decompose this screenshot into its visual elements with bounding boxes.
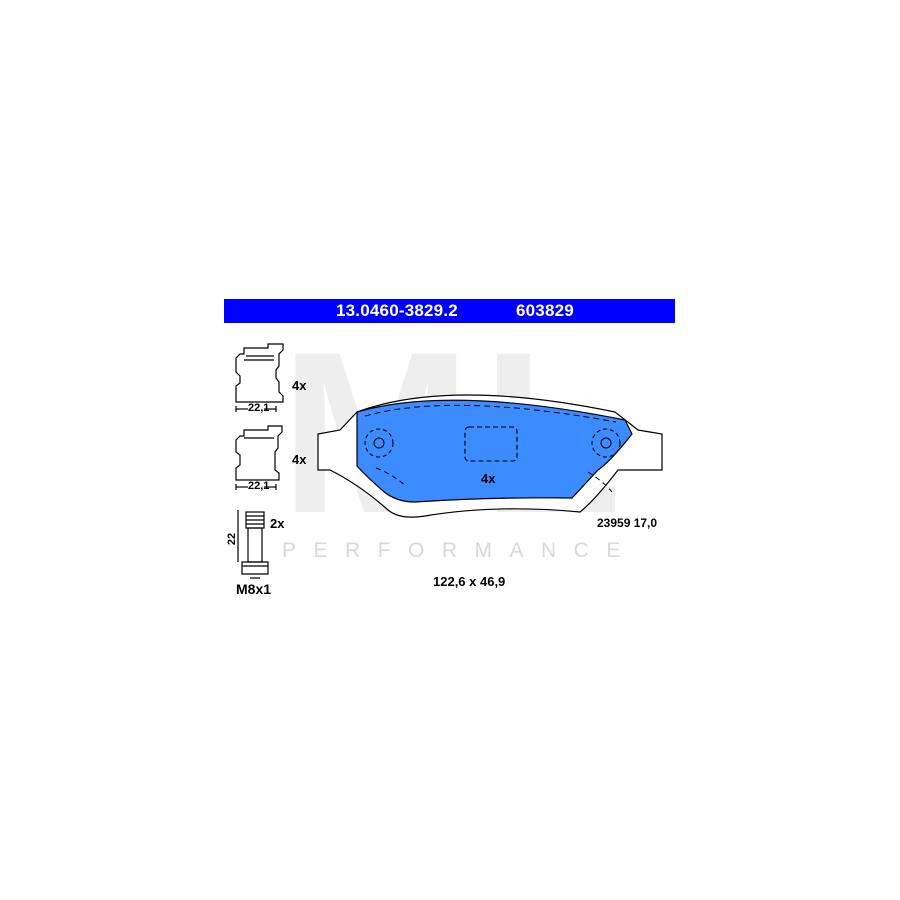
watermark-tagline: PERFORMANCE	[282, 539, 638, 562]
part-number: 13.0460-3829.2	[336, 301, 458, 320]
clip-b-drawing	[235, 425, 283, 490]
bolt-length: 22	[226, 532, 239, 546]
clip-b-quantity: 4x	[292, 452, 307, 467]
clip-a-quantity: 4x	[292, 378, 307, 393]
clip-a-width: 22,1	[248, 402, 270, 414]
article-number: 603829	[516, 301, 574, 320]
center-slot	[464, 426, 518, 462]
bolt-thread: M8x1	[236, 581, 272, 597]
clip-a-drawing	[235, 343, 284, 412]
wva-number-thickness: 23959 17,0	[597, 516, 658, 530]
header-bar	[224, 299, 675, 323]
bolt-quantity: 2x	[270, 516, 285, 531]
left-pin-hole	[364, 428, 394, 458]
clip-b-width: 22,1	[248, 480, 270, 492]
friction-material	[356, 399, 633, 503]
right-pin-hole	[591, 428, 621, 458]
pad-dimensions: 122,6 x 46,9	[433, 574, 506, 589]
bolt-drawing	[237, 510, 269, 579]
brake-pad-drawing	[317, 394, 663, 518]
pad-quantity: 4x	[481, 471, 496, 486]
